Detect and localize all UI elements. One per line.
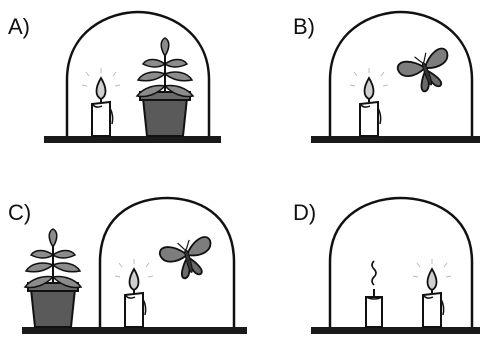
panel-a: A) xyxy=(8,10,221,143)
panel-c: C) xyxy=(8,196,247,334)
bell-jar xyxy=(328,196,474,332)
jar-base xyxy=(311,327,480,334)
jar-base xyxy=(311,136,480,143)
panel-label-b: B) xyxy=(293,14,315,39)
panel-label-d: D) xyxy=(293,200,316,225)
jar-base xyxy=(22,327,247,334)
panel-d: D) xyxy=(293,196,480,334)
bell-jar xyxy=(328,10,474,140)
jar-base xyxy=(44,136,221,143)
panel-label-c: C) xyxy=(8,200,31,225)
panel-b: B) xyxy=(293,10,480,143)
potted-plant xyxy=(24,228,82,328)
panel-label-a: A) xyxy=(8,14,30,39)
